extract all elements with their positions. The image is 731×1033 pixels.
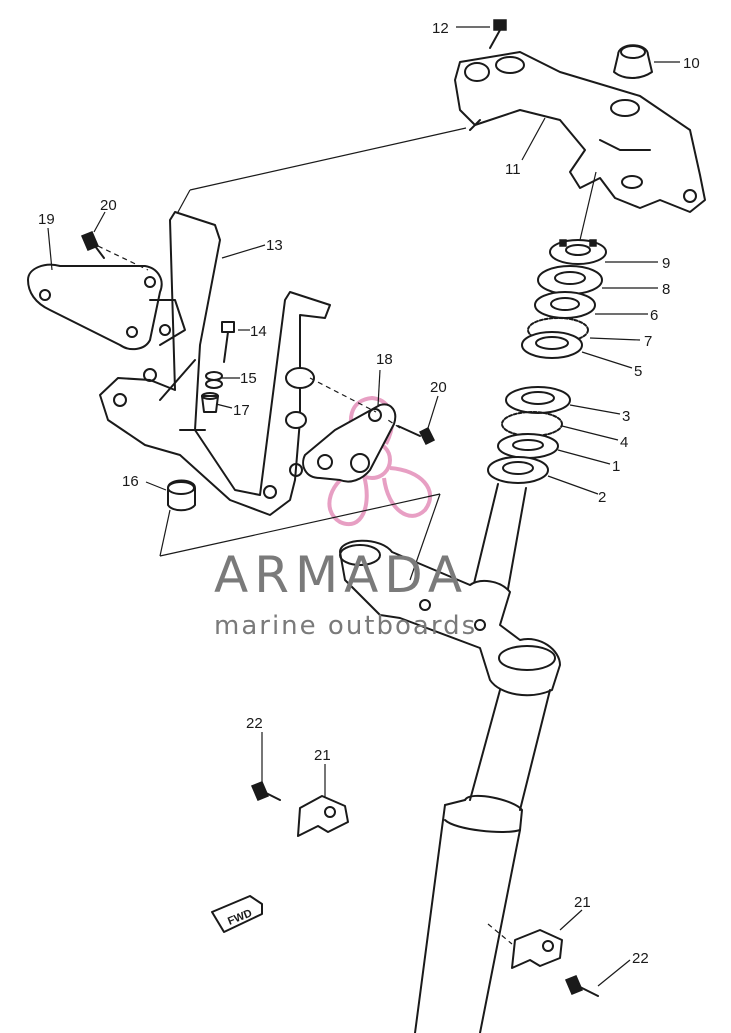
part-9-ring-nut bbox=[549, 239, 607, 265]
part-1-dust-seal bbox=[497, 433, 559, 459]
part-20-screw-right bbox=[397, 425, 436, 446]
part-10-cap-nut bbox=[613, 44, 653, 79]
part-21-cable-clamp-lower bbox=[511, 929, 563, 969]
part-5-bearing-race bbox=[521, 331, 583, 359]
callout-13: 13 bbox=[266, 237, 283, 254]
part-12-bolt bbox=[489, 19, 507, 49]
part-2-bearing-race bbox=[487, 456, 549, 484]
callout-7: 7 bbox=[644, 333, 652, 350]
part-22-bolt-upper bbox=[251, 781, 281, 801]
callout-20-left: 20 bbox=[100, 197, 117, 214]
callout-19: 19 bbox=[38, 211, 55, 228]
part-22-bolt-lower bbox=[565, 975, 599, 997]
callout-3: 3 bbox=[622, 408, 630, 425]
callout-10: 10 bbox=[683, 55, 700, 72]
part-11-upper-bracket bbox=[454, 51, 706, 213]
callout-17: 17 bbox=[233, 402, 250, 419]
callout-5: 5 bbox=[634, 363, 642, 380]
callout-4: 4 bbox=[620, 434, 628, 451]
leader-lines bbox=[47, 26, 680, 987]
part-20-screw-left bbox=[81, 231, 105, 259]
part-18-mounting-plate bbox=[302, 403, 397, 483]
part-8-washer bbox=[537, 265, 603, 295]
part-3-bearing-race bbox=[505, 386, 571, 414]
callout-18: 18 bbox=[376, 351, 393, 368]
callout-2: 2 bbox=[598, 489, 606, 506]
callout-20-right: 20 bbox=[430, 379, 447, 396]
part-4-ball-race bbox=[501, 411, 563, 437]
callout-14: 14 bbox=[250, 323, 267, 340]
part-6-dust-seal bbox=[534, 291, 596, 319]
watermark-title: ARMADA bbox=[214, 546, 468, 604]
part-14-bolt bbox=[221, 321, 235, 363]
callout-labels: 12 10 11 9 8 6 7 5 3 4 1 2 13 14 15 17 1… bbox=[38, 20, 700, 967]
callout-15: 15 bbox=[240, 370, 257, 387]
part-13-headlight-stay bbox=[99, 211, 331, 516]
assembly-lines bbox=[97, 127, 597, 945]
part-19-side-bracket bbox=[27, 263, 186, 351]
part-15-washer bbox=[205, 371, 223, 389]
callout-22-lower: 22 bbox=[632, 950, 649, 967]
callout-8: 8 bbox=[662, 281, 670, 298]
callout-22-upper: 22 bbox=[246, 715, 263, 732]
fwd-direction-tag: FWD bbox=[211, 895, 263, 933]
callout-9: 9 bbox=[662, 255, 670, 272]
callout-6: 6 bbox=[650, 307, 658, 324]
part-21-cable-clamp-upper bbox=[297, 795, 349, 837]
callout-11: 11 bbox=[505, 161, 521, 178]
part-16-grommet bbox=[167, 479, 196, 512]
callout-21-lower: 21 bbox=[574, 894, 591, 911]
watermark-subtitle: marine outboards bbox=[214, 611, 477, 641]
callout-1: 1 bbox=[612, 458, 620, 475]
callout-12: 12 bbox=[432, 20, 449, 37]
callout-16: 16 bbox=[122, 473, 139, 490]
steering-stem-and-fork bbox=[339, 483, 561, 1033]
callout-21-upper: 21 bbox=[314, 747, 331, 764]
part-17-collar bbox=[201, 392, 219, 413]
